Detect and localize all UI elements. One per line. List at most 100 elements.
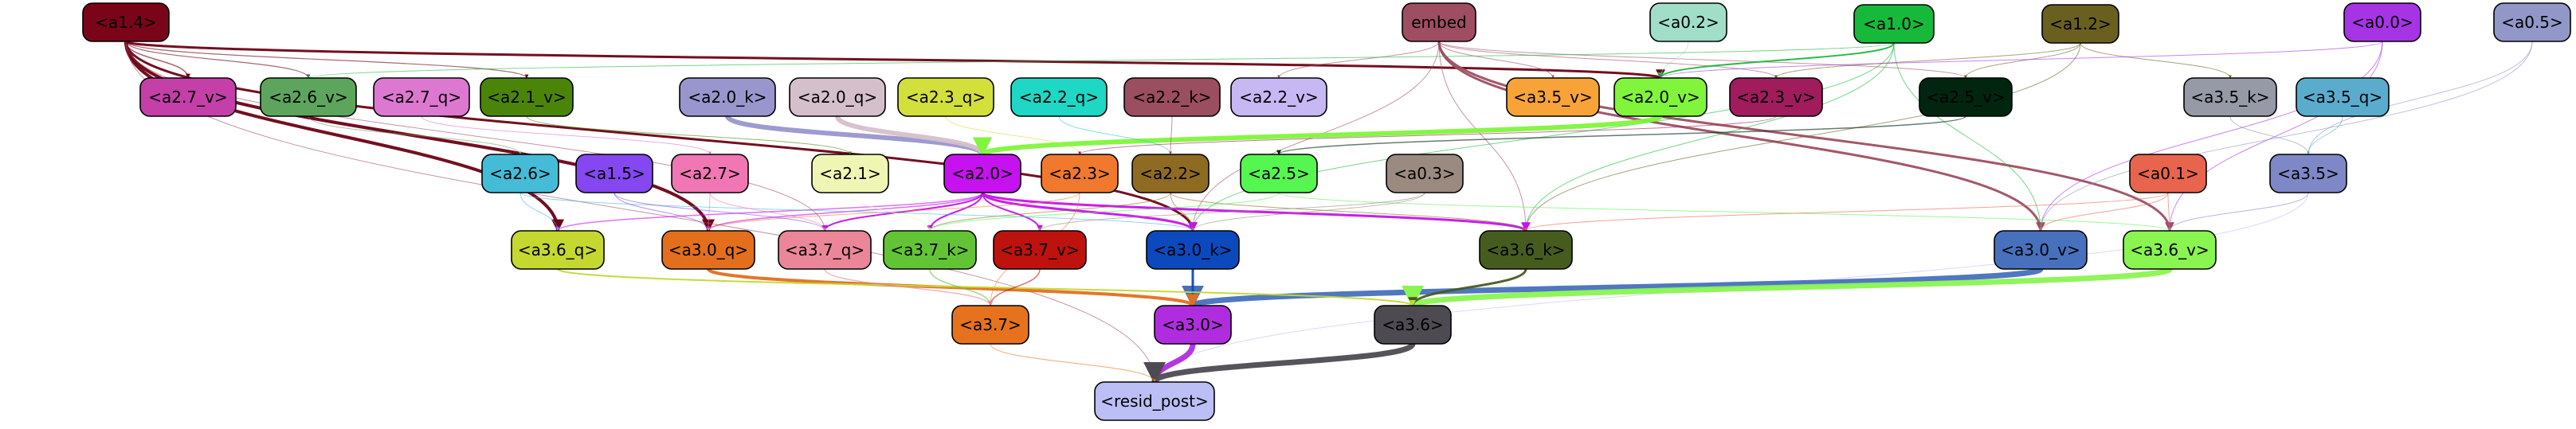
node-box <box>2129 154 2207 193</box>
node-label: <a2.6> <box>489 164 551 183</box>
node-embed[interactable]: embed <box>1402 2 1476 42</box>
node-a3-7_k[interactable]: <a3.7_k> <box>883 230 977 270</box>
edge-a1-2-to-a2-3_v <box>1774 42 2081 79</box>
node-a2-3_v[interactable]: <a2.3_v> <box>1729 77 1823 117</box>
node-box <box>1919 77 2013 117</box>
node-a2-7_q[interactable]: <a2.7_q> <box>373 77 470 117</box>
node-box <box>883 230 977 270</box>
node-a3-7_v[interactable]: <a3.7_v> <box>993 230 1087 270</box>
edge-a1-0-to-a2-6_v <box>307 42 1895 79</box>
node-a3-7_q[interactable]: <a3.7_q> <box>778 230 872 270</box>
node-a2-2_k[interactable]: <a2.2_k> <box>1123 77 1221 117</box>
node-label: <a3.6> <box>1382 315 1444 334</box>
node-a3-5_k[interactable]: <a3.5_k> <box>2183 77 2277 117</box>
node-box <box>2343 2 2421 42</box>
node-a3-0_k[interactable]: <a3.0_k> <box>1146 230 1240 270</box>
node-resid_post[interactable]: <resid_post> <box>1094 381 1215 421</box>
node-label: <a0.5> <box>2501 13 2563 32</box>
node-a0-1[interactable]: <a0.1> <box>2129 154 2207 193</box>
node-label: <a2.7_q> <box>382 88 461 107</box>
edge-a1-0-to-a3-0_k <box>1191 42 1895 232</box>
node-a0-2[interactable]: <a0.2> <box>1649 2 1727 42</box>
edge-a0-5-to-a3-0_v <box>2039 41 2533 232</box>
node-label: <a2.2_k> <box>1132 88 1211 107</box>
edge-embed-to-a3-0_v <box>1437 41 2045 232</box>
node-box <box>511 230 605 270</box>
node-box <box>671 154 749 193</box>
edge-a1-4-to-a2-6_v <box>125 41 311 79</box>
node-a3-0[interactable]: <a3.0> <box>1154 305 1232 345</box>
node-a3-0_q[interactable]: <a3.0_q> <box>661 230 755 270</box>
node-a2-6[interactable]: <a2.6> <box>481 154 559 193</box>
node-a3-5_q[interactable]: <a3.5_q> <box>2296 77 2390 117</box>
node-label: <a3.5_k> <box>2190 88 2269 107</box>
node-a2-2[interactable]: <a2.2> <box>1131 154 1210 193</box>
node-a2-7[interactable]: <a2.7> <box>671 154 749 193</box>
node-a2-3[interactable]: <a2.3> <box>1041 154 1119 193</box>
node-box <box>481 154 559 193</box>
node-a2-2_q[interactable]: <a2.2_q> <box>1010 77 1108 117</box>
node-label: <a3.6_k> <box>1486 240 1565 259</box>
node-a2-7_v[interactable]: <a2.7_v> <box>139 77 237 117</box>
node-a2-3_q[interactable]: <a2.3_q> <box>897 77 994 117</box>
node-box <box>1729 77 1823 117</box>
node-label: <a3.7_k> <box>890 240 969 259</box>
edge-a2-2-to-a3-6_k <box>1170 192 1527 232</box>
node-a3-0_v[interactable]: <a3.0_v> <box>1994 230 2088 270</box>
node-label: <a3.5> <box>2277 164 2339 183</box>
node-a2-5[interactable]: <a2.5> <box>1240 154 1318 193</box>
edge-a3-7-to-resid_post <box>990 343 1156 383</box>
node-a3-6_k[interactable]: <a3.6_k> <box>1479 230 1573 270</box>
node-a1-4[interactable]: <a1.4> <box>82 2 170 42</box>
edge-a2-0-to-a3-7_v <box>982 192 1043 232</box>
node-a3-6_v[interactable]: <a3.6_v> <box>2123 230 2217 270</box>
node-label: <a1.4> <box>95 13 157 32</box>
nodes: <a1.4> embed <a0.2> <a1.0> <a1.2> <a0.0> <a0.5… <box>82 2 2571 421</box>
node-box <box>1010 77 1108 117</box>
node-label: <a2.1_v> <box>487 88 566 107</box>
edge-a2-5-to-a3-7_k <box>928 192 1280 232</box>
node-box <box>943 154 1021 193</box>
node-box <box>1374 305 1452 345</box>
node-a2-1_v[interactable]: <a2.1_v> <box>480 77 574 117</box>
node-box <box>1402 2 1476 42</box>
node-a2-0[interactable]: <a2.0> <box>943 154 1021 193</box>
node-a3-6[interactable]: <a3.6> <box>1374 305 1452 345</box>
node-a2-0_k[interactable]: <a2.0_k> <box>679 77 776 117</box>
node-label: <a2.7_v> <box>148 88 227 107</box>
node-a1-0[interactable]: <a1.0> <box>1853 4 1935 44</box>
edge-a2-0_k-to-a2-0 <box>725 115 992 157</box>
node-box <box>2296 77 2390 117</box>
node-a3-5_v[interactable]: <a3.5_v> <box>1506 77 1600 117</box>
node-a2-6_v[interactable]: <a2.6_v> <box>260 77 357 117</box>
node-label: <a1.5> <box>583 164 645 183</box>
edge-a1-4-to-a2-0_v <box>124 40 1665 80</box>
node-a2-1[interactable]: <a2.1> <box>811 154 889 193</box>
node-a0-3[interactable]: <a0.3> <box>1386 154 1464 193</box>
node-a1-2[interactable]: <a1.2> <box>2041 4 2119 44</box>
node-box <box>661 230 755 270</box>
node-box <box>1613 77 1708 117</box>
node-label: <a0.1> <box>2137 164 2199 183</box>
node-a3-5[interactable]: <a3.5> <box>2269 154 2347 193</box>
edge-a3-7_q-to-a3-7 <box>824 268 993 306</box>
node-a3-6_q[interactable]: <a3.6_q> <box>511 230 605 270</box>
node-box <box>1479 230 1573 270</box>
edge-a2-1-to-a3-7_k <box>849 192 931 232</box>
node-a2-0_v[interactable]: <a2.0_v> <box>1613 77 1708 117</box>
node-a2-2_v[interactable]: <a2.2_v> <box>1230 77 1327 117</box>
node-a1-5[interactable]: <a1.5> <box>575 154 653 193</box>
node-box <box>679 77 776 117</box>
edge-a2-5_v-to-a2-5 <box>1276 115 1966 155</box>
node-label: <a2.3_q> <box>906 88 986 107</box>
node-a2-5_v[interactable]: <a2.5_v> <box>1919 77 2013 117</box>
edge-embed-to-a2-3_v <box>1438 41 1778 79</box>
edge-a2-6-to-a3-6_q <box>520 192 559 232</box>
edge-a2-2_q-to-a2-2 <box>1058 115 1172 155</box>
node-a0-5[interactable]: <a0.5> <box>2493 2 2571 42</box>
node-a0-0[interactable]: <a0.0> <box>2343 2 2421 42</box>
node-a2-0_q[interactable]: <a2.0_q> <box>789 77 886 117</box>
node-a3-7[interactable]: <a3.7> <box>951 305 1029 345</box>
node-box <box>1994 230 2088 270</box>
